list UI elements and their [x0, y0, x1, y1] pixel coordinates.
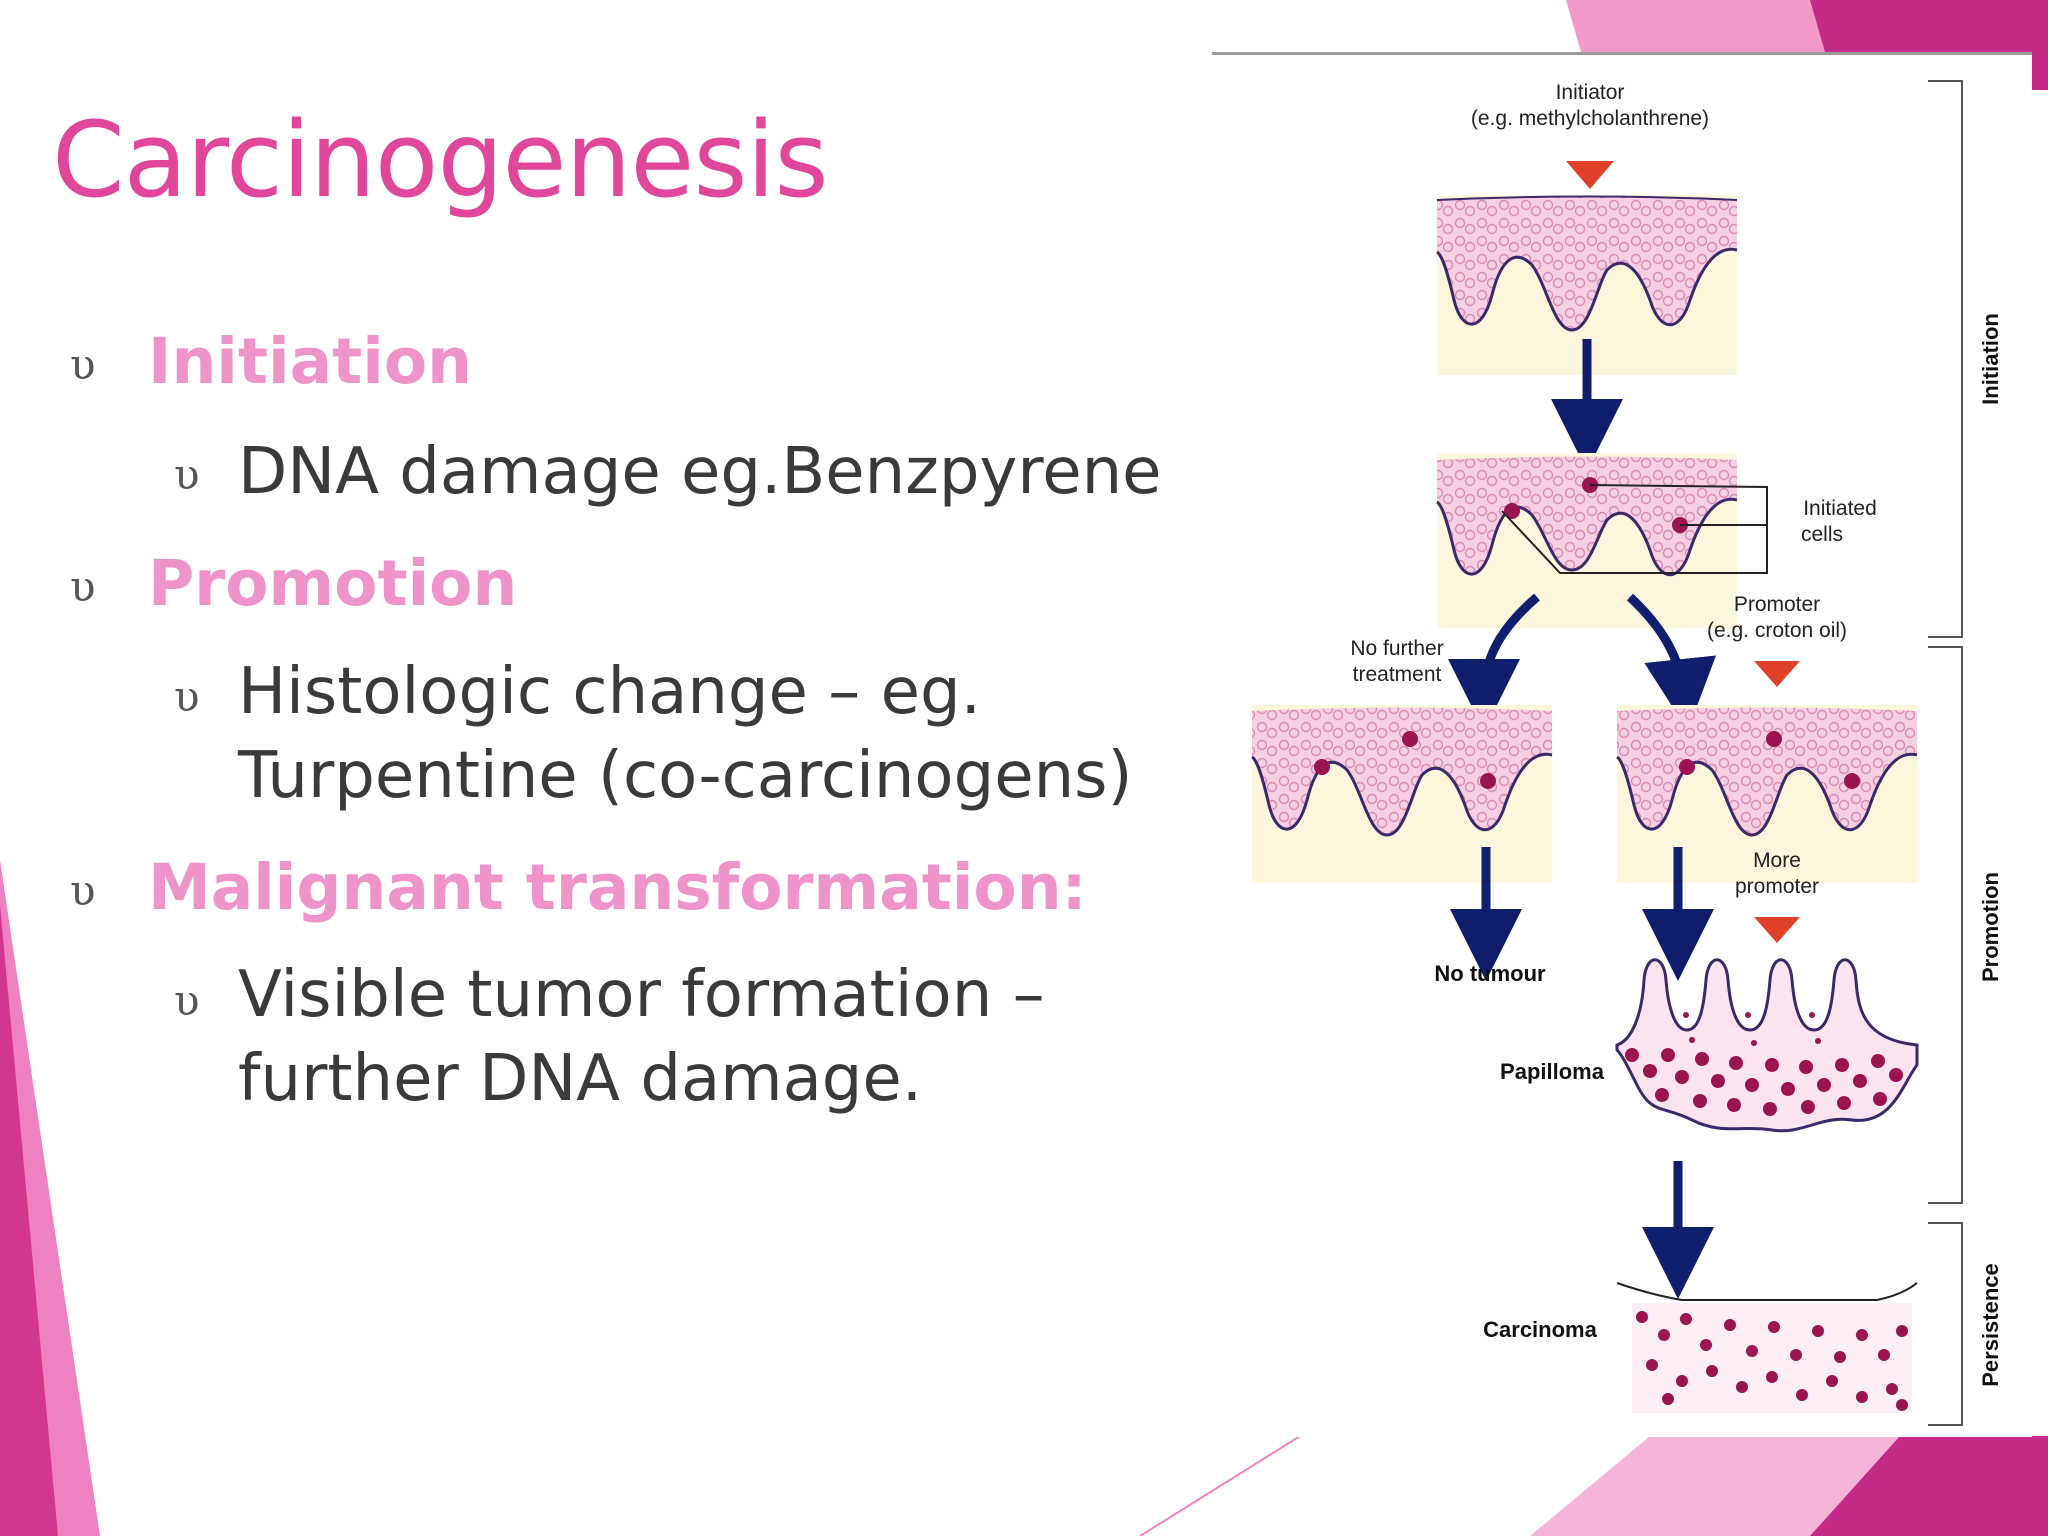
- initiator-red-arrow: [1566, 161, 1614, 189]
- bullet-marker: υ: [70, 866, 96, 915]
- promoter-label: Promoter: [1734, 593, 1820, 616]
- bullet-promotion: Promotion: [148, 547, 518, 620]
- more-promoter-red-arrow: [1754, 917, 1800, 943]
- carcinoma-illustration: [1616, 1282, 1918, 1413]
- phase-label-promotion: Promotion: [1978, 872, 2003, 982]
- tissue-initiated: [1436, 453, 1768, 628]
- bullet-marker: υ: [70, 340, 96, 389]
- phase-label-persistence: Persistence: [1978, 1263, 2003, 1387]
- figure-diagram: Initiation Promotion Persistence Initiat…: [1251, 80, 2003, 1426]
- tissue-promoted: [1616, 705, 1918, 883]
- sub-bullet-histologic-change: Histologic change – eg. Turpentine (co-c…: [238, 650, 1132, 818]
- slide-title: Carcinogenesis: [52, 99, 829, 221]
- papilloma-label: Papilloma: [1500, 1059, 1605, 1084]
- sub-bullet-dna-damage: DNA damage eg.Benzpyrene: [238, 430, 1162, 514]
- initiator-label: Initiator: [1556, 81, 1625, 104]
- promoter-red-arrow: [1754, 661, 1800, 687]
- initiator-example: (e.g. methylcholanthrene): [1471, 107, 1709, 130]
- more-promoter-label: More: [1753, 849, 1801, 872]
- carcinoma-label: Carcinoma: [1483, 1317, 1597, 1342]
- left-magenta-stripe: [0, 905, 58, 1536]
- sub-bullet-line: Visible tumor formation –: [238, 958, 1045, 1032]
- phase-brackets: [1928, 80, 1963, 1426]
- more-promoter-label-line2: promoter: [1735, 875, 1819, 898]
- initiated-cells-label: Initiated: [1803, 497, 1877, 520]
- bottom-right-magenta-block: [1810, 1436, 2048, 1536]
- sub-bullet-visible-tumor: Visible tumor formation – further DNA da…: [238, 953, 1045, 1121]
- promoter-example: (e.g. croton oil): [1707, 619, 1847, 642]
- no-further-treatment-label: No further: [1350, 637, 1443, 660]
- sub-bullet-marker: υ: [174, 976, 200, 1025]
- tissue-no-further-treatment: [1251, 705, 1553, 883]
- phase-label-initiation: Initiation: [1978, 313, 2003, 405]
- sub-bullet-line: DNA damage eg.Benzpyrene: [238, 435, 1162, 509]
- sub-bullet-line: Histologic change – eg.: [238, 655, 981, 729]
- sub-bullet-marker: υ: [174, 450, 200, 499]
- bullet-malignant-transformation: Malignant transformation:: [148, 851, 1087, 924]
- initiated-cells-label-line2: cells: [1801, 523, 1843, 546]
- no-further-treatment-label-line2: treatment: [1353, 663, 1442, 686]
- bottom-decor-line: [1139, 1432, 1306, 1536]
- bullet-initiation: Initiation: [148, 325, 472, 398]
- sub-bullet-line: further DNA damage.: [238, 1042, 923, 1116]
- sub-bullet-line: Turpentine (co-carcinogens): [238, 739, 1133, 813]
- carcinogenesis-figure: Initiation Promotion Persistence Initiat…: [1212, 52, 2032, 1437]
- no-tumour-label: No tumour: [1434, 961, 1546, 986]
- bullet-marker: υ: [70, 562, 96, 611]
- navy-curved-arrow-right: [1626, 593, 1717, 731]
- papilloma-illustration: [1615, 958, 1919, 1133]
- sub-bullet-marker: υ: [174, 672, 200, 721]
- navy-curved-arrow-left: [1448, 593, 1540, 731]
